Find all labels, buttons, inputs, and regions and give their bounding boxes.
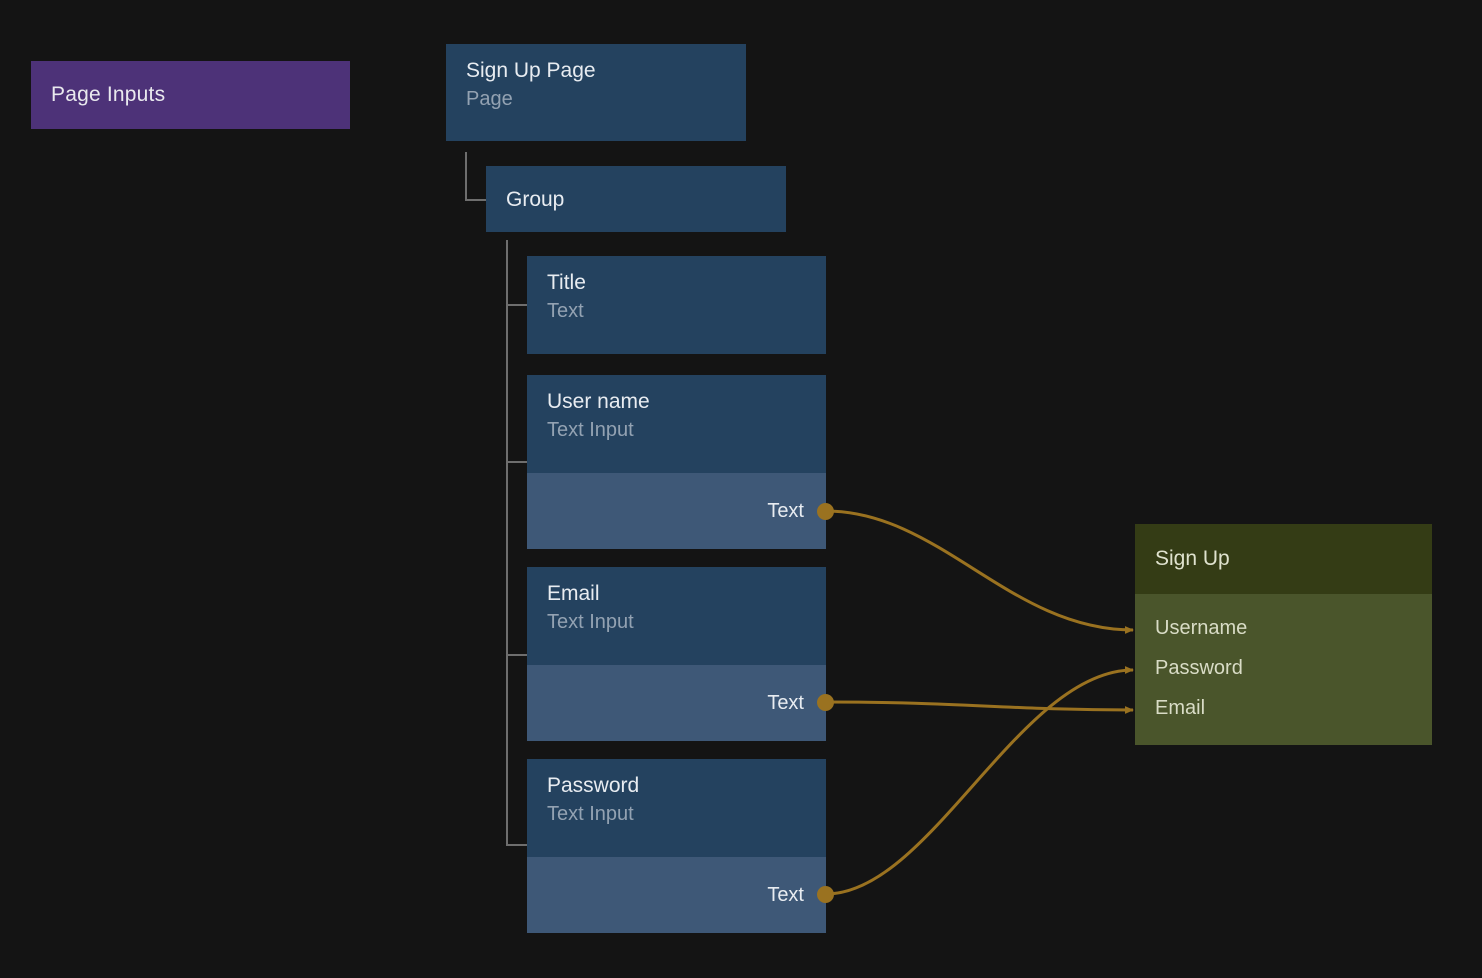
- node-sign-up-target-body: Username Password Email: [1135, 594, 1432, 745]
- node-title: Sign Up: [1155, 547, 1230, 570]
- output-port-dot-email[interactable]: [817, 694, 834, 711]
- output-port-row[interactable]: Text: [527, 665, 826, 741]
- node-title: Title: [547, 271, 586, 294]
- output-port-label: Text: [767, 883, 804, 906]
- node-subtitle: Text Input: [547, 419, 634, 441]
- node-title: Group: [506, 187, 565, 211]
- node-password[interactable]: Password Text Input Text: [527, 759, 826, 933]
- node-group-header: Group: [486, 166, 786, 232]
- node-title: Password: [547, 774, 640, 797]
- edge-password: [825, 666, 1134, 896]
- target-field-password[interactable]: Password: [1155, 657, 1243, 679]
- node-title: User name: [547, 390, 650, 413]
- target-field-username[interactable]: Username: [1155, 617, 1248, 639]
- node-subtitle: Page: [466, 88, 513, 110]
- node-user-name[interactable]: User name Text Input Text: [527, 375, 826, 549]
- output-port-dot-password[interactable]: [817, 886, 834, 903]
- target-field-email[interactable]: Email: [1155, 697, 1206, 719]
- node-password-header: Password Text Input: [527, 759, 826, 857]
- node-title-text[interactable]: Title Text: [527, 256, 826, 354]
- node-email[interactable]: Email Text Input Text: [527, 567, 826, 741]
- node-user-name-header: User name Text Input: [527, 375, 826, 473]
- node-sign-up-page[interactable]: Sign Up Page Page: [446, 44, 746, 141]
- node-sign-up-page-header: Sign Up Page Page: [446, 44, 746, 141]
- node-sign-up-target[interactable]: Sign Up Username Password Email: [1135, 524, 1432, 745]
- node-sign-up-target-header: Sign Up: [1135, 524, 1432, 594]
- output-port-row[interactable]: Text: [527, 473, 826, 549]
- node-subtitle: Text Input: [547, 803, 634, 825]
- page-inputs-chip[interactable]: Page Inputs: [31, 61, 350, 129]
- output-port-row[interactable]: Text: [527, 857, 826, 933]
- node-title: Sign Up Page: [466, 59, 596, 82]
- node-subtitle: Text: [547, 300, 584, 322]
- page-inputs-label: Page Inputs: [51, 83, 166, 106]
- node-email-header: Email Text Input: [527, 567, 826, 665]
- node-group[interactable]: Group: [486, 166, 786, 232]
- node-title-text-header: Title Text: [527, 256, 826, 354]
- output-port-label: Text: [767, 499, 804, 522]
- output-port-dot-user-name[interactable]: [817, 503, 834, 520]
- node-subtitle: Text Input: [547, 611, 634, 633]
- edge-username: [825, 509, 1134, 634]
- output-port-label: Text: [767, 691, 804, 714]
- node-title: Email: [547, 582, 600, 605]
- edge-email: [825, 700, 1134, 714]
